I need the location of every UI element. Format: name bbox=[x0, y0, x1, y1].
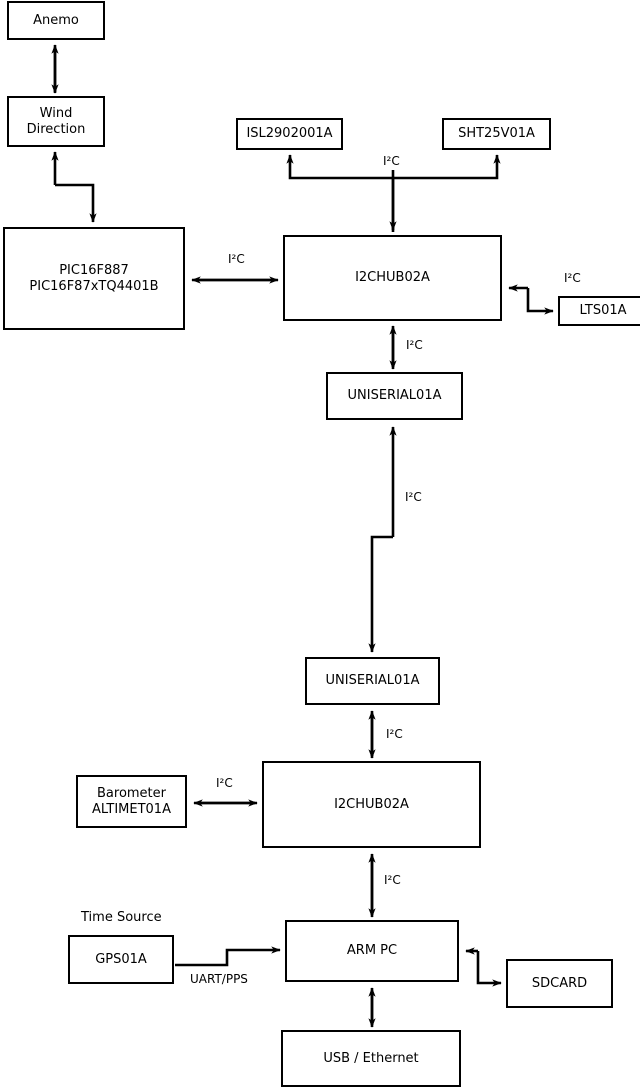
edge-label-i2c-hubbot-arm: I²C bbox=[384, 873, 401, 887]
node-usb-ethernet[interactable]: USB / Ethernet bbox=[281, 1030, 461, 1087]
node-lts01a[interactable]: LTS01A bbox=[558, 296, 640, 326]
node-i2chub02a-bottom[interactable]: I2CHUB02A bbox=[262, 761, 481, 848]
connector-gps-armpc bbox=[175, 946, 281, 967]
node-barometer-altimet01a[interactable]: Barometer ALTIMET01A bbox=[76, 775, 187, 828]
connector-wind-pic bbox=[51, 151, 97, 223]
node-barometer-altimet01a-label: Barometer ALTIMET01A bbox=[92, 785, 171, 817]
node-usb-ethernet-label: USB / Ethernet bbox=[323, 1050, 419, 1066]
connector-hubtop-lts bbox=[508, 284, 554, 315]
node-sht25v01a-label: SHT25V01A bbox=[458, 126, 535, 142]
node-isl2902001a[interactable]: ISL2902001A bbox=[236, 118, 343, 150]
edge-label-i2c-hubtop-sensors: I²C bbox=[383, 154, 400, 168]
node-arm-pc[interactable]: ARM PC bbox=[285, 920, 459, 982]
connector-uniserial-link bbox=[368, 426, 397, 653]
node-sdcard[interactable]: SDCARD bbox=[506, 959, 613, 1008]
node-wind-direction-label: Wind Direction bbox=[26, 105, 86, 137]
label-time-source: Time Source bbox=[81, 910, 162, 925]
node-anemo-label: Anemo bbox=[33, 12, 79, 28]
edge-label-i2c-hub-uniserial: I²C bbox=[406, 338, 423, 352]
edge-label-i2c-uniserial-link: I²C bbox=[405, 490, 422, 504]
edge-label-i2c-hub-lts: I²C bbox=[564, 271, 581, 285]
node-gps01a-label: GPS01A bbox=[95, 951, 147, 967]
edge-label-uart-pps: UART/PPS bbox=[190, 972, 248, 986]
node-sht25v01a[interactable]: SHT25V01A bbox=[442, 118, 551, 150]
node-arm-pc-label: ARM PC bbox=[346, 943, 398, 959]
node-i2chub02a-bottom-label: I2CHUB02A bbox=[334, 796, 409, 812]
edge-label-i2c-uniserial-hubbot: I²C bbox=[386, 727, 403, 741]
edge-label-i2c-pic-hub: I²C bbox=[228, 252, 245, 266]
node-uniserial01a-top[interactable]: UNISERIAL01A bbox=[326, 372, 463, 420]
node-i2chub02a-top-label: I2CHUB02A bbox=[355, 270, 430, 286]
node-wind-direction[interactable]: Wind Direction bbox=[7, 96, 105, 147]
node-gps01a[interactable]: GPS01A bbox=[68, 935, 174, 984]
node-i2chub02a-top[interactable]: I2CHUB02A bbox=[283, 235, 502, 321]
connector-armpc-sdcard bbox=[465, 947, 502, 987]
node-isl2902001a-label: ISL2902001A bbox=[246, 126, 333, 142]
node-uniserial01a-bottom-label: UNISERIAL01A bbox=[325, 673, 420, 689]
node-sdcard-label: SDCARD bbox=[531, 975, 588, 991]
node-anemo[interactable]: Anemo bbox=[7, 1, 105, 40]
node-uniserial01a-top-label: UNISERIAL01A bbox=[347, 388, 442, 404]
node-pic-mcu[interactable]: PIC16F887 PIC16F87xTQ4401B bbox=[3, 227, 185, 330]
node-pic-mcu-label: PIC16F887 PIC16F87xTQ4401B bbox=[29, 262, 159, 294]
node-uniserial01a-bottom[interactable]: UNISERIAL01A bbox=[305, 657, 440, 705]
node-lts01a-label: LTS01A bbox=[579, 303, 627, 319]
edge-label-i2c-barometer-hub: I²C bbox=[216, 776, 233, 790]
